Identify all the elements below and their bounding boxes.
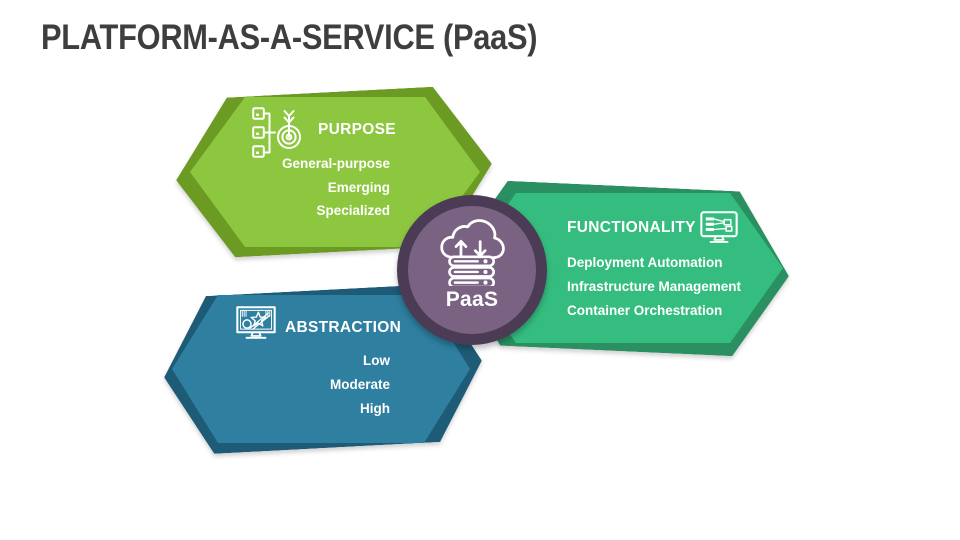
purpose-item: General-purpose bbox=[281, 156, 390, 171]
abstraction-items: Low Moderate High bbox=[330, 349, 390, 421]
abstraction-item: Low bbox=[363, 353, 390, 368]
functionality-label: FUNCTIONALITY bbox=[567, 219, 696, 236]
paas-circle: PaaS bbox=[397, 195, 547, 345]
purpose-item: Specialized bbox=[316, 203, 390, 218]
abstraction-label: ABSTRACTION bbox=[285, 319, 402, 336]
paas-label: PaaS bbox=[445, 288, 499, 311]
page-title: PLATFORM-AS-A-SERVICE (PaaS) bbox=[41, 18, 538, 57]
functionality-items: Deployment Automation Infrastructure Man… bbox=[567, 251, 741, 323]
cloud-server-icon bbox=[436, 217, 508, 289]
abstraction-item: High bbox=[360, 401, 390, 416]
abstraction-item: Moderate bbox=[329, 377, 390, 392]
purpose-label: PURPOSE bbox=[318, 121, 396, 138]
purpose-item: Emerging bbox=[327, 179, 390, 195]
monitor-flowchart-icon bbox=[700, 211, 738, 245]
functionality-item: Container Orchestration bbox=[567, 303, 723, 318]
monitor-abstract-art-icon bbox=[236, 306, 276, 342]
paas-circle-inner: PaaS bbox=[408, 206, 536, 334]
functionality-item: Deployment Automation bbox=[567, 255, 723, 270]
purpose-hexagon-group: PURPOSE General-purpose Emerging Special… bbox=[190, 97, 480, 247]
functionality-item: Infrastructure Management bbox=[567, 279, 742, 294]
purpose-items: General-purpose Emerging Specialized bbox=[282, 152, 390, 223]
hierarchy-target-icon bbox=[252, 107, 310, 159]
